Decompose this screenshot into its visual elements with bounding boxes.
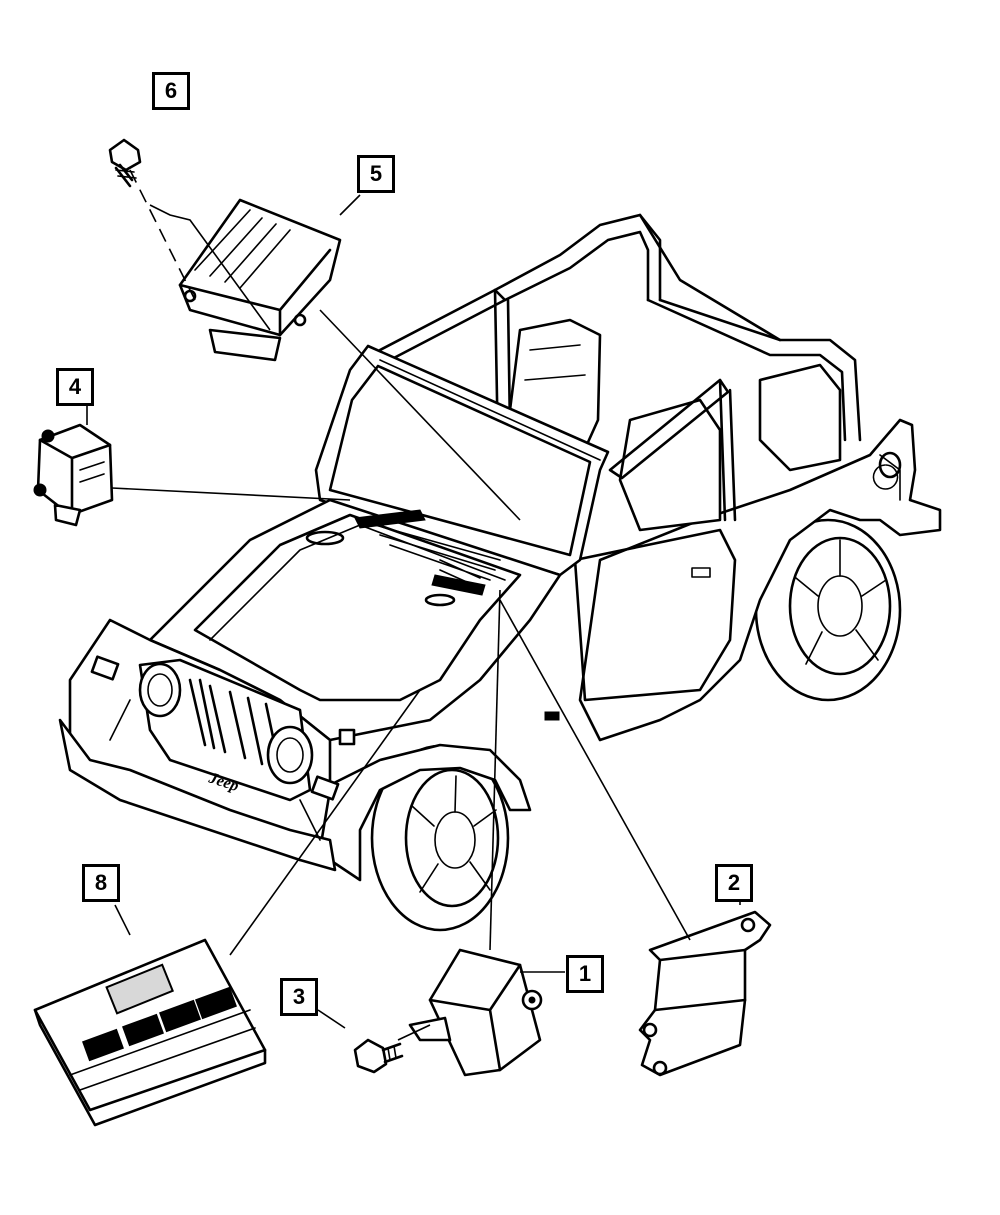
- callout-2[interactable]: 2: [715, 864, 753, 902]
- door: [573, 528, 737, 702]
- callout-6[interactable]: 6: [152, 72, 190, 110]
- front-fender: [298, 743, 532, 882]
- part-1-module: [408, 948, 543, 1077]
- part-8-module: [33, 938, 267, 1127]
- callout-4[interactable]: 4: [56, 368, 94, 406]
- callout-3[interactable]: 3: [280, 978, 318, 1016]
- part-2-bracket: [638, 910, 772, 1077]
- rear-body: [578, 418, 942, 742]
- vehicle: Jeep: [58, 213, 942, 932]
- cowl-vents: [354, 509, 501, 596]
- callout-8[interactable]: 8: [82, 864, 120, 902]
- part-4-sensor: [33, 423, 114, 527]
- grille: [138, 658, 314, 802]
- rear-wheel: [754, 518, 902, 702]
- part-5-module: [178, 198, 342, 362]
- part-6-bolt: [108, 138, 142, 188]
- callout-1[interactable]: 1: [566, 955, 604, 993]
- front-bumper: [58, 718, 337, 872]
- leader-lines: [86, 169, 741, 1041]
- part-3-bolt: [353, 1038, 404, 1074]
- callout-5[interactable]: 5: [357, 155, 395, 193]
